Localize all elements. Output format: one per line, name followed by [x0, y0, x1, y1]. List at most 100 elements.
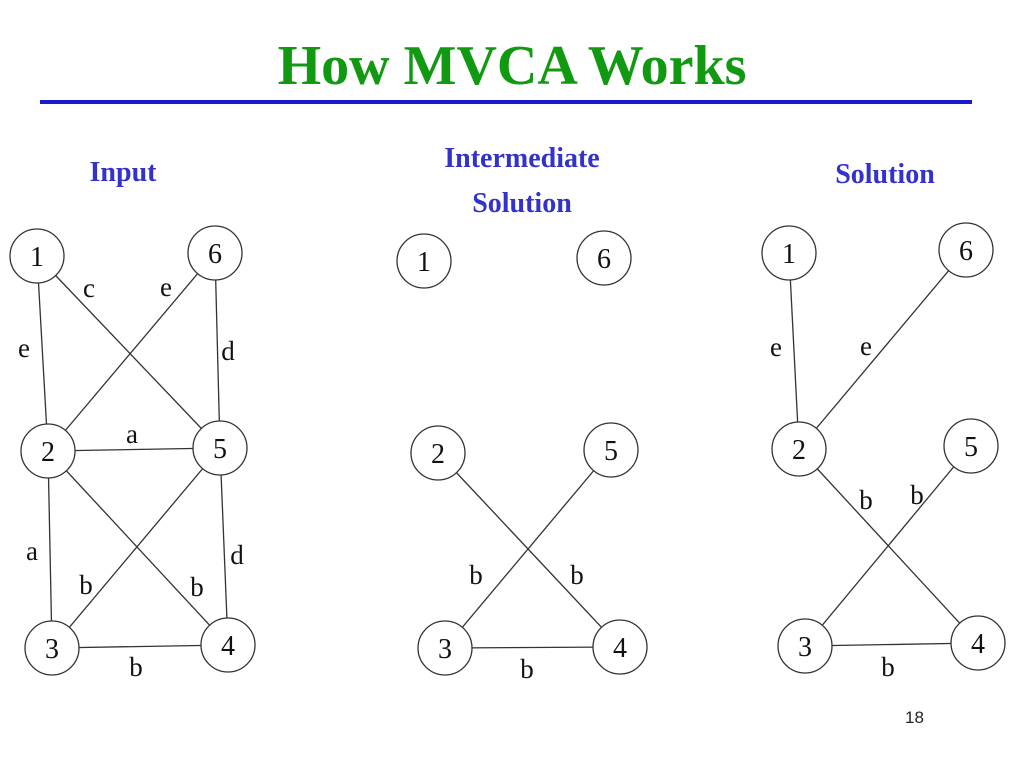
intermediate-node-3-circle — [417, 620, 473, 676]
solution-node-1-label: 1 — [782, 239, 796, 270]
solution-edge-label-5-3: b — [910, 480, 924, 510]
intermediate-node-2-circle — [410, 425, 466, 481]
intermediate-heading-line-2: Solution — [472, 188, 572, 219]
input-edge-3-4 — [51, 644, 229, 649]
input-edge-5-3 — [51, 447, 221, 649]
input-edge-2-3 — [47, 450, 53, 649]
title-divider — [40, 100, 972, 104]
solution-node-3-label: 3 — [798, 632, 812, 663]
intermediate-node-6-label: 6 — [597, 244, 611, 275]
solution-edge-6-2 — [798, 249, 967, 450]
intermediate-edge-label-3-4: b — [520, 654, 534, 684]
input-edge-label-6-5: d — [221, 336, 235, 366]
input-node-5: 5 — [192, 420, 248, 476]
solution-node-2-circle — [771, 421, 827, 477]
intermediate-graph: 1 6 2 5 3 4 b b b — [396, 230, 648, 684]
input-edge-5-4 — [219, 447, 229, 646]
solution-edge-1-2 — [788, 252, 800, 450]
solution-heading: Solution — [800, 152, 970, 197]
input-node-6-circle — [187, 225, 243, 281]
input-heading: Input — [58, 150, 188, 195]
input-node-3-circle — [24, 620, 80, 676]
intermediate-node-5: 5 — [583, 422, 639, 478]
input-edge-label-2-4: b — [190, 572, 204, 602]
solution-heading-text: Solution — [835, 159, 935, 190]
input-node-5-circle — [192, 420, 248, 476]
intermediate-node-4-circle — [592, 619, 648, 675]
solution-node-5-label: 5 — [964, 432, 978, 463]
solution-node-6: 6 — [938, 222, 994, 278]
input-edge-label-5-3: b — [79, 570, 93, 600]
intermediate-node-4-label: 4 — [613, 633, 627, 664]
intermediate-node-4: 4 — [592, 619, 648, 675]
solution-edge-label-3-4: b — [881, 652, 895, 682]
solution-node-5: 5 — [943, 418, 999, 474]
solution-node-4-circle — [950, 615, 1006, 671]
intermediate-node-1-label: 1 — [417, 247, 431, 278]
input-edge-label-1-5: c — [83, 273, 95, 303]
input-node-6: 6 — [187, 225, 243, 281]
input-node-4-circle — [200, 617, 256, 673]
solution-node-6-circle — [938, 222, 994, 278]
intermediate-node-1: 1 — [396, 233, 452, 289]
solution-edge-label-6-2: e — [860, 331, 872, 361]
input-node-2-label: 2 — [41, 437, 55, 468]
input-edge-label-3-4: b — [129, 652, 143, 682]
input-edge-1-2 — [36, 255, 49, 452]
solution-edge-label-1-2: e — [770, 332, 782, 362]
input-edge-label-2-5: a — [126, 419, 138, 449]
solution-node-3: 3 — [777, 618, 833, 674]
input-node-3: 3 — [24, 620, 80, 676]
solution-node-1: 1 — [761, 225, 817, 281]
intermediate-node-6: 6 — [576, 230, 632, 286]
input-edge-label-5-4: d — [230, 540, 244, 570]
intermediate-node-2: 2 — [410, 425, 466, 481]
input-node-1-label: 1 — [30, 242, 44, 273]
intermediate-edge-label-5-3: b — [469, 560, 483, 590]
input-node-1: 1 — [9, 228, 65, 284]
solution-edge-3-4 — [804, 642, 979, 647]
solution-graph: 1 6 2 5 3 4 e e b b b — [761, 222, 1006, 682]
input-heading-text: Input — [89, 157, 157, 188]
intermediate-node-5-label: 5 — [604, 436, 618, 467]
input-edge-1-5 — [36, 255, 221, 449]
intermediate-node-6-circle — [576, 230, 632, 286]
input-edge-label-2-3: a — [26, 536, 38, 566]
input-node-2-circle — [20, 423, 76, 479]
input-node-5-label: 5 — [213, 434, 227, 465]
solution-node-2-label: 2 — [792, 435, 806, 466]
solution-node-1-circle — [761, 225, 817, 281]
input-edge-2-4 — [47, 450, 229, 646]
input-edge-label-1-2: e — [18, 333, 30, 363]
input-node-4-label: 4 — [221, 631, 235, 662]
slide-title: How MVCA Works — [277, 35, 747, 97]
intermediate-node-3-label: 3 — [438, 634, 452, 665]
input-edge-2-5 — [47, 447, 221, 452]
input-node-3-label: 3 — [45, 634, 59, 665]
intermediate-heading-line-1: Intermediate — [444, 143, 600, 174]
solution-node-3-circle — [777, 618, 833, 674]
solution-node-5-circle — [943, 418, 999, 474]
intermediate-node-5-circle — [583, 422, 639, 478]
input-node-2: 2 — [20, 423, 76, 479]
page-number: 18 — [905, 708, 924, 727]
intermediate-node-3: 3 — [417, 620, 473, 676]
solution-edge-label-2-4: b — [859, 485, 873, 515]
solution-node-4-label: 4 — [971, 629, 985, 660]
intermediate-edge-3-4 — [444, 646, 621, 649]
intermediate-edge-label-2-4: b — [570, 560, 584, 590]
input-node-6-label: 6 — [208, 239, 222, 270]
intermediate-heading: Intermediate Solution — [392, 136, 652, 226]
intermediate-edge-2-4 — [437, 452, 621, 648]
solution-node-2: 2 — [771, 421, 827, 477]
intermediate-node-1-circle — [396, 233, 452, 289]
solution-edge-5-3 — [804, 445, 972, 647]
input-node-1-circle — [9, 228, 65, 284]
intermediate-node-2-label: 2 — [431, 439, 445, 470]
input-node-4: 4 — [200, 617, 256, 673]
solution-node-6-label: 6 — [959, 236, 973, 267]
input-edge-6-5 — [214, 252, 221, 449]
input-edge-label-6-2: e — [160, 272, 172, 302]
